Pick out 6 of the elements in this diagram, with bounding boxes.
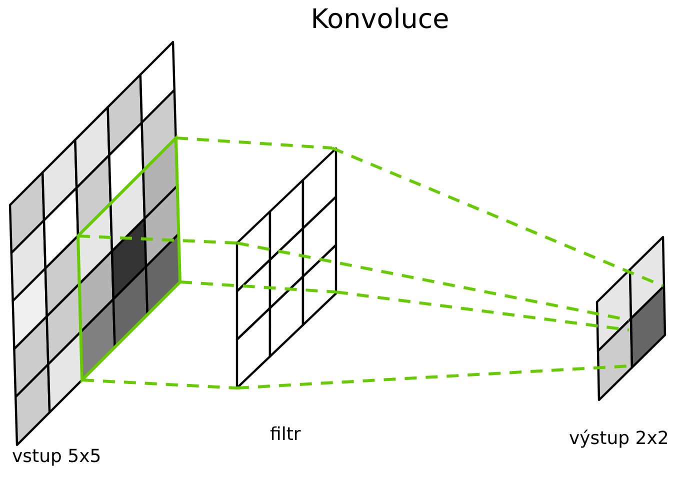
projection-lines xyxy=(236,146,664,390)
grid-caption: vstup 5x5 xyxy=(12,446,102,467)
diagram-title: Konvoluce xyxy=(310,4,450,35)
grid-caption: filtr xyxy=(270,424,301,445)
projection-lines xyxy=(76,136,338,390)
grid-caption: výstup 2x2 xyxy=(569,428,669,449)
